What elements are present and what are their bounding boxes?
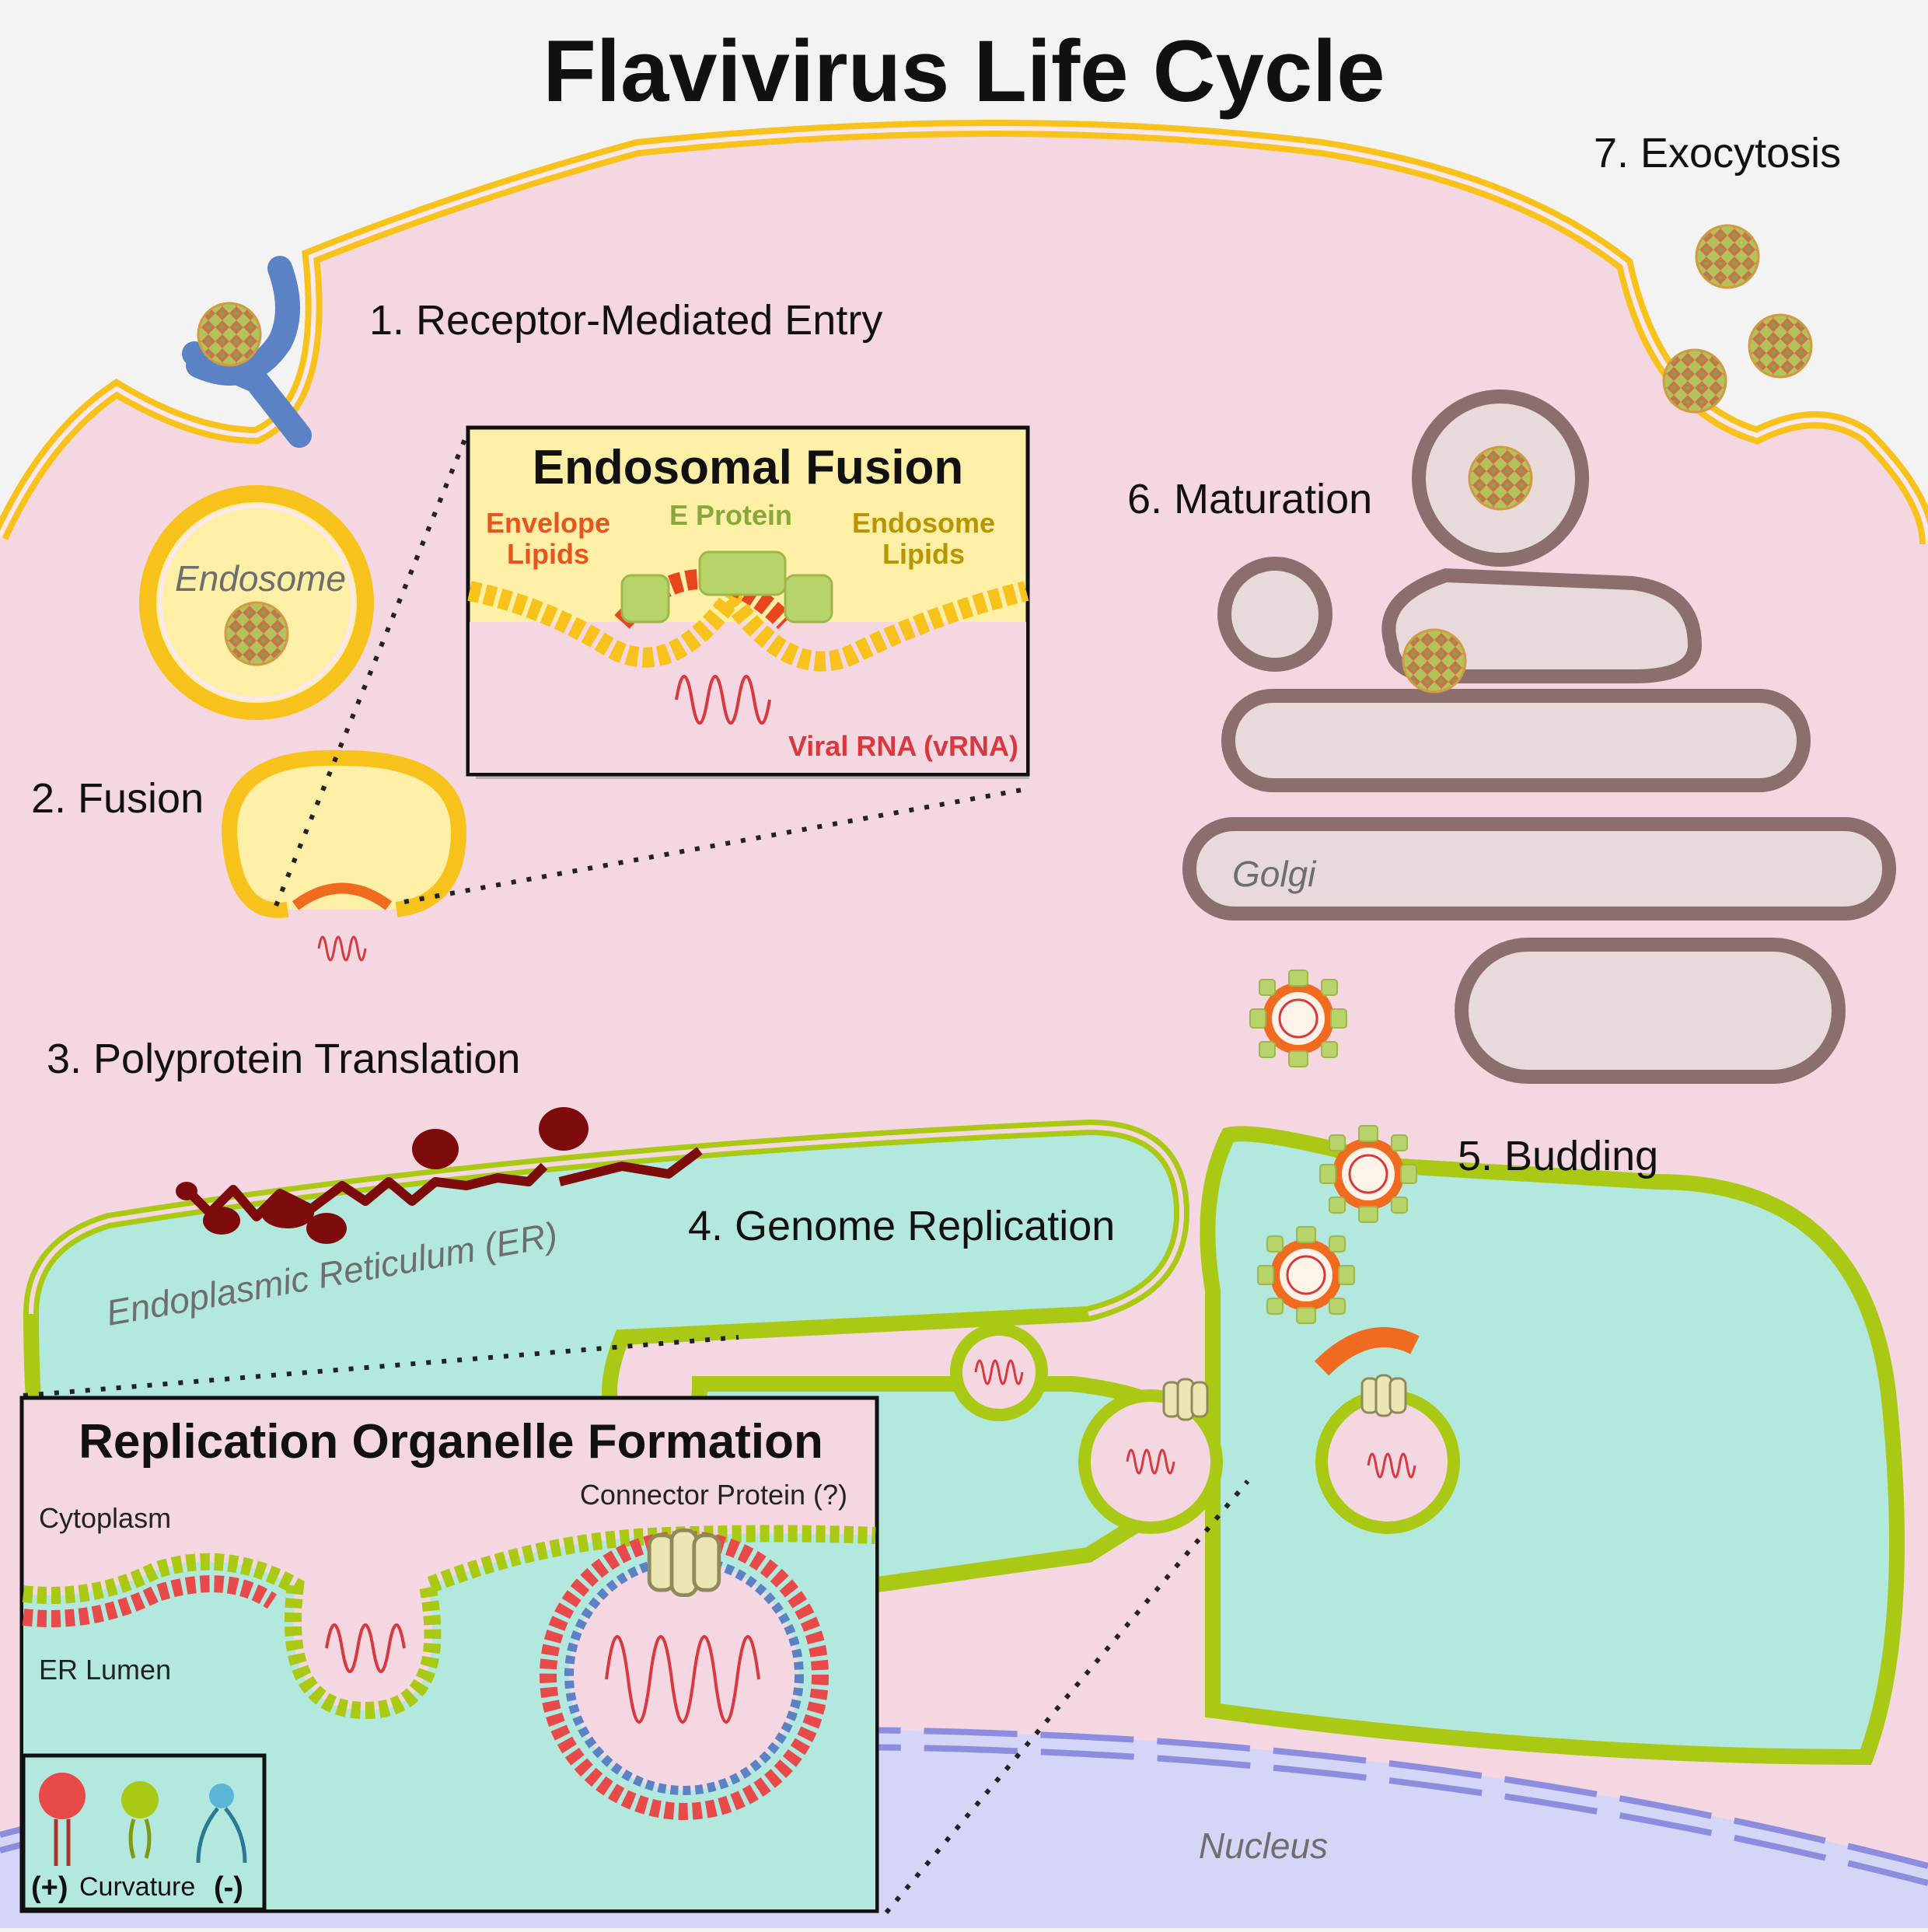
replication-inset-title: Replication Organelle Formation <box>79 1415 823 1469</box>
negative-curvature-lipid-icon <box>209 1784 234 1808</box>
e-protein-label: E Protein <box>669 499 792 531</box>
viral-rna-label: Viral RNA (vRNA) <box>788 730 1018 762</box>
legend-minus: (-) <box>214 1871 243 1904</box>
connector-protein-label: Connector Protein (?) <box>580 1479 847 1511</box>
neutral-lipid-icon <box>121 1781 159 1818</box>
golgi <box>1182 557 1896 1084</box>
endosomal-fusion-inset: Endosomal Fusion Envelope Lipids E Prote… <box>466 425 1030 779</box>
replication-organelle-inset: Replication Organelle Formation Cytoplas… <box>19 1396 879 1913</box>
envelope-lipids-label-2: Lipids <box>507 538 589 570</box>
budding-membrane <box>1314 1327 1420 1376</box>
released-virion-1 <box>1695 224 1760 289</box>
step-5-label: 5. Budding <box>1458 1133 1658 1179</box>
released-virion-3 <box>1662 348 1727 414</box>
endosome-lipids-label-1: Endosome <box>852 507 995 539</box>
legend-curvature: Curvature <box>79 1872 195 1902</box>
virion-in-golgi <box>1402 628 1467 693</box>
step-2-label: 2. Fusion <box>31 775 204 822</box>
cytoplasm-label: Cytoplasm <box>39 1502 171 1534</box>
positive-curvature-lipid-icon <box>39 1773 86 1819</box>
golgi-label: Golgi <box>1232 854 1317 894</box>
step-4-label: 4. Genome Replication <box>688 1203 1115 1249</box>
curvature-legend: (+) Curvature (-) <box>21 1753 267 1912</box>
endosome-lipids-label-2: Lipids <box>882 538 965 570</box>
budding-virion-1 <box>1319 1124 1418 1224</box>
connector-protein <box>1162 1378 1209 1421</box>
er-lumen-label: ER Lumen <box>39 1654 171 1686</box>
budding-virion-2 <box>1256 1225 1356 1325</box>
fusion-inset-title: Endosomal Fusion <box>533 441 964 494</box>
legend-plus: (+) <box>31 1871 68 1904</box>
envelope-lipids-label-1: Envelope <box>486 507 610 539</box>
mature-virion <box>1468 445 1533 511</box>
step-1-label: 1. Receptor-Mediated Entry <box>369 297 882 344</box>
released-virion-2 <box>1748 313 1813 379</box>
step-3-label: 3. Polyprotein Translation <box>47 1036 520 1082</box>
virion-entry <box>197 302 262 367</box>
diagram-title: Flavivirus Life Cycle <box>543 23 1385 120</box>
step-7-label: 7. Exocytosis <box>1594 130 1841 176</box>
nucleus-label: Nucleus <box>1199 1825 1328 1866</box>
maturing-virion <box>1249 969 1348 1068</box>
fusing-endosome <box>221 749 467 918</box>
endosome-label: Endosome <box>175 558 346 599</box>
step-6-label: 6. Maturation <box>1127 476 1372 522</box>
virion-in-endosome <box>224 601 289 666</box>
polyprotein <box>183 1147 703 1221</box>
